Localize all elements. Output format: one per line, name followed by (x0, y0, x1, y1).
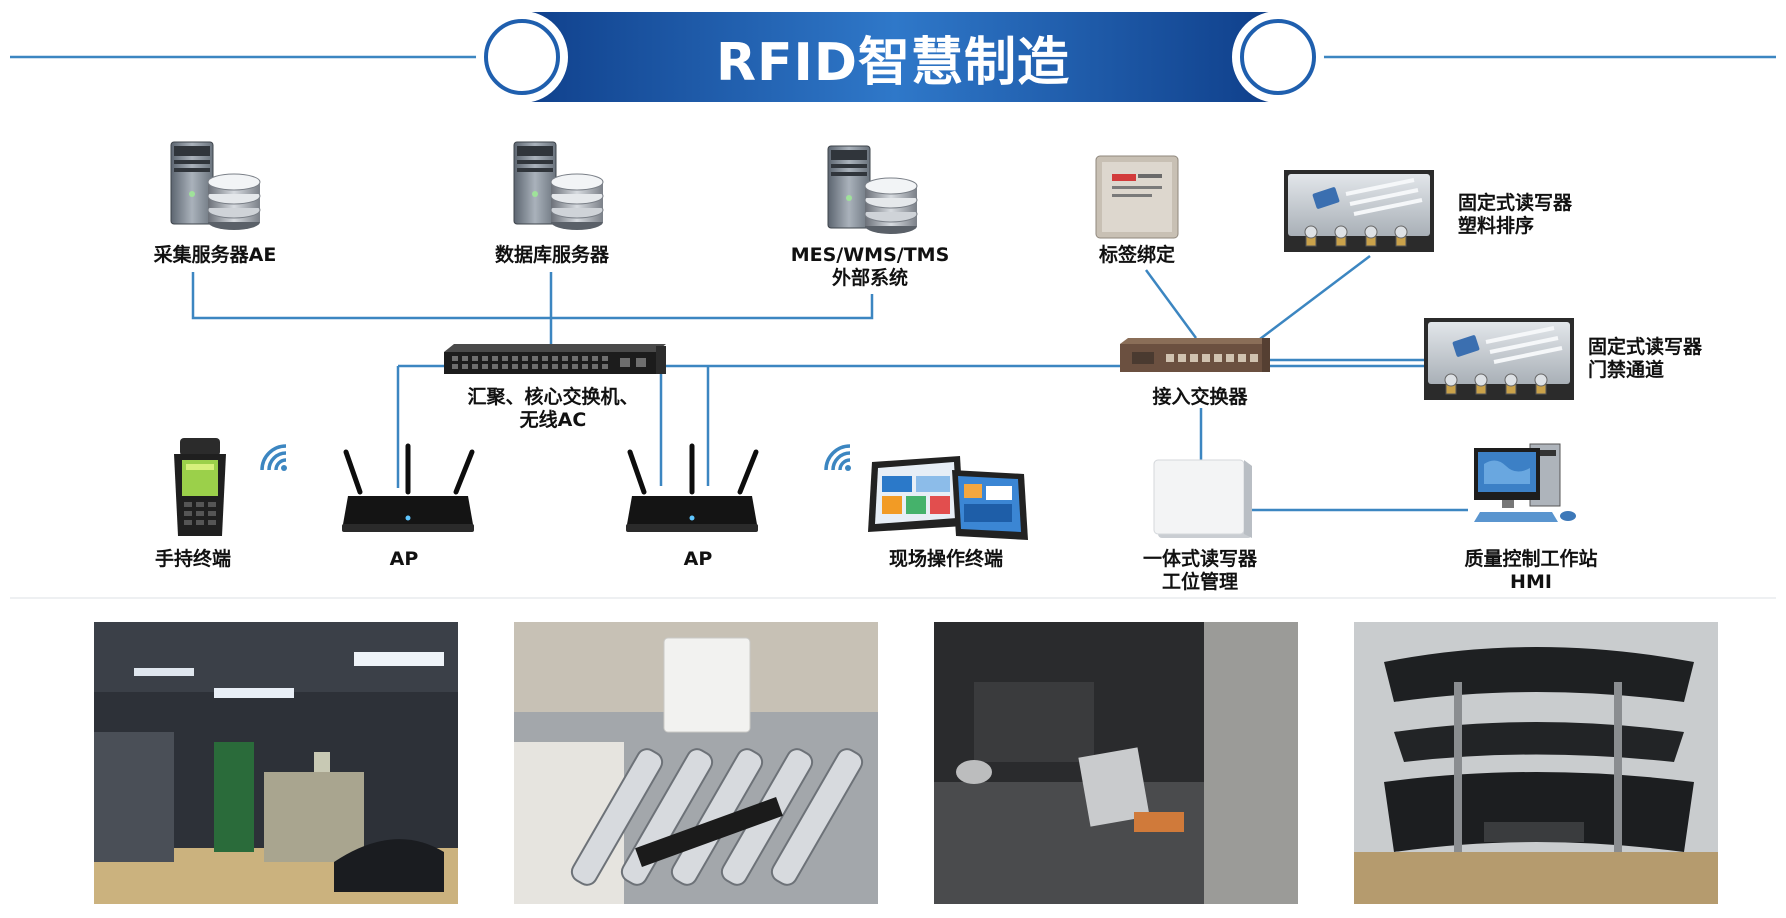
integrated-reader-label: 一体式读写器 工位管理 (1142, 548, 1257, 593)
qc-station-label: 质量控制工作站 HMI (1464, 548, 1598, 593)
access-point-icon-2 (626, 446, 758, 532)
field-terminal-label: 现场操作终端 (888, 548, 1003, 570)
core-switch-label: 汇聚、核心交换机、 无线AC (467, 386, 639, 431)
access-point-icon-1 (342, 446, 474, 532)
access-switch-label: 接入交换器 (1152, 386, 1248, 408)
fixed-reader-plastic-label: 固定式读写器 塑料排序 (1458, 192, 1573, 237)
handheld-label: 手持终端 (154, 548, 231, 570)
integrated-reader-icon (1153, 459, 1252, 538)
ap1-label: AP (389, 548, 419, 570)
external-system-label: MES/WMS/TMS 外部系统 (790, 244, 950, 289)
handheld-terminal-icon (174, 438, 226, 536)
core-switch-icon (444, 344, 666, 374)
reader-station-photo (934, 622, 1298, 904)
roller-conveyor-photo (514, 622, 878, 904)
collect-server-label: 采集服务器AE (153, 244, 277, 266)
tag-binding-label: 标签绑定 (1098, 244, 1175, 266)
ap2-label: AP (683, 548, 713, 570)
factory-line-photo (94, 622, 458, 904)
title-banner (10, 11, 1776, 103)
collect-server-icon (170, 141, 261, 231)
page-title: RFID智慧制造 (715, 32, 1071, 93)
fixed-reader-plastic-icon (1282, 168, 1436, 254)
access-switch-icon (1120, 338, 1270, 372)
workstation-icon (1474, 443, 1576, 522)
rfid-tag-icon (1095, 155, 1179, 239)
network-links (191, 255, 1468, 512)
db-server-label: 数据库服务器 (494, 244, 609, 266)
bumper-rack-photo (1354, 622, 1718, 904)
wifi-signal-icon-left (260, 444, 289, 473)
database-server-icon (513, 141, 604, 231)
tablet-icon (868, 456, 1028, 540)
external-system-server-icon (827, 145, 918, 235)
wifi-signal-icon-right (824, 444, 853, 473)
fixed-reader-gate-icon (1422, 316, 1576, 402)
fixed-reader-gate-label: 固定式读写器 门禁通道 (1588, 336, 1703, 381)
